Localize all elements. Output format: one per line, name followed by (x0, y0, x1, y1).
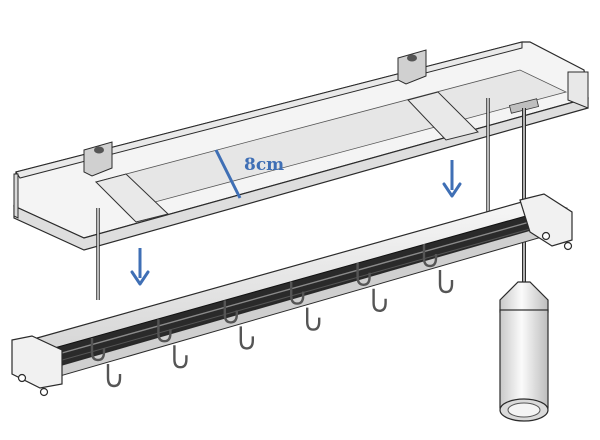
curtain-hook-lower (173, 345, 188, 369)
ceiling-box-back-lip (15, 41, 523, 179)
curtain-hook-lower (239, 326, 254, 350)
curtain-hook-upper (422, 244, 438, 268)
rail-right-end-cap (519, 193, 573, 251)
dimension-marker: 8cm (214, 149, 284, 199)
rail-track-groove-2 (47, 223, 549, 365)
ceiling-box (13, 41, 589, 251)
curtain-hook-lower (306, 307, 321, 331)
right-down-arrow (442, 160, 462, 198)
curtain-hook-upper (223, 300, 238, 324)
rail-track-groove (43, 217, 545, 359)
pendant-lamp-inner (507, 402, 541, 418)
installation-arrows (130, 160, 462, 286)
curtain-hook-upper (157, 319, 172, 343)
pendant-lamp-neck (499, 281, 549, 313)
left-mount-block (95, 173, 170, 223)
curtain-hook-upper (356, 262, 371, 287)
ceiling-box-left-end (13, 173, 19, 219)
curtain-hook-lower (106, 364, 122, 388)
curtain-hook-upper (90, 338, 106, 362)
right-mounting-tab (397, 49, 427, 85)
left-down-arrow (130, 248, 150, 286)
curtain-hooks (90, 244, 454, 388)
curtain-rail (11, 193, 573, 397)
ceiling-box-right-end (567, 71, 589, 109)
curtain-hook-lower (372, 288, 387, 313)
curtain-hook-upper (290, 281, 305, 305)
dimension-label: 8cm (244, 155, 284, 175)
dimension-line (214, 149, 242, 199)
pendant-lamp (499, 281, 549, 422)
left-mounting-tab (83, 141, 113, 177)
right-mount-block (407, 91, 479, 141)
curtain-hook-lower (438, 270, 454, 294)
pendant-lamp-body (499, 309, 549, 409)
rail-front-lip (51, 223, 568, 377)
rail-left-end-cap (11, 335, 63, 397)
